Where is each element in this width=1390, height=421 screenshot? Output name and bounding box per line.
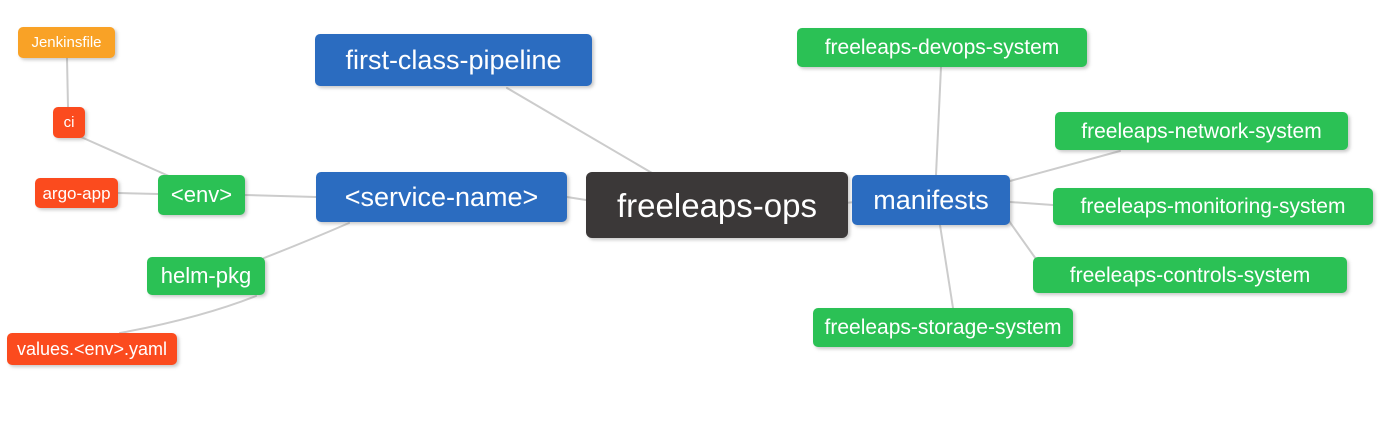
edge-manifests-devops-system [935, 66, 942, 176]
node-ci[interactable]: ci [53, 107, 85, 138]
edge-manifests-controls-system [1008, 220, 1037, 260]
edge-values-yaml-helm-pkg [119, 295, 257, 334]
node-freeleaps-devops-system[interactable]: freeleaps-devops-system [797, 28, 1087, 67]
edge-ci-env [80, 136, 172, 178]
node-root-freeleaps-ops[interactable]: freeleaps-ops [586, 172, 848, 238]
edge-argo-app-env [117, 192, 159, 195]
edge-manifests-storage-system [939, 224, 954, 309]
node-service-name[interactable]: <service-name> [316, 172, 567, 222]
node-jenkinsfile[interactable]: Jenkinsfile [18, 27, 115, 58]
node-helm-pkg[interactable]: helm-pkg [147, 257, 265, 295]
edge-jenkinsfile-ci [66, 57, 69, 108]
edge-service-name-root [566, 196, 587, 201]
node-argo-app[interactable]: argo-app [35, 178, 118, 208]
edge-manifests-network-system [1009, 150, 1121, 182]
edge-pipeline-root [506, 87, 653, 174]
node-freeleaps-network-system[interactable]: freeleaps-network-system [1055, 112, 1348, 150]
edge-helm-pkg-service-name [263, 222, 350, 259]
node-env[interactable]: <env> [158, 175, 245, 215]
node-values-env-yaml[interactable]: values.<env>.yaml [7, 333, 177, 365]
edge-env-service-name [244, 194, 317, 198]
node-manifests[interactable]: manifests [852, 175, 1010, 225]
node-freeleaps-controls-system[interactable]: freeleaps-controls-system [1033, 257, 1347, 293]
edge-manifests-monitoring-system [1009, 201, 1054, 206]
node-first-class-pipeline[interactable]: first-class-pipeline [315, 34, 592, 86]
node-freeleaps-monitoring-system[interactable]: freeleaps-monitoring-system [1053, 188, 1373, 225]
node-freeleaps-storage-system[interactable]: freeleaps-storage-system [813, 308, 1073, 347]
